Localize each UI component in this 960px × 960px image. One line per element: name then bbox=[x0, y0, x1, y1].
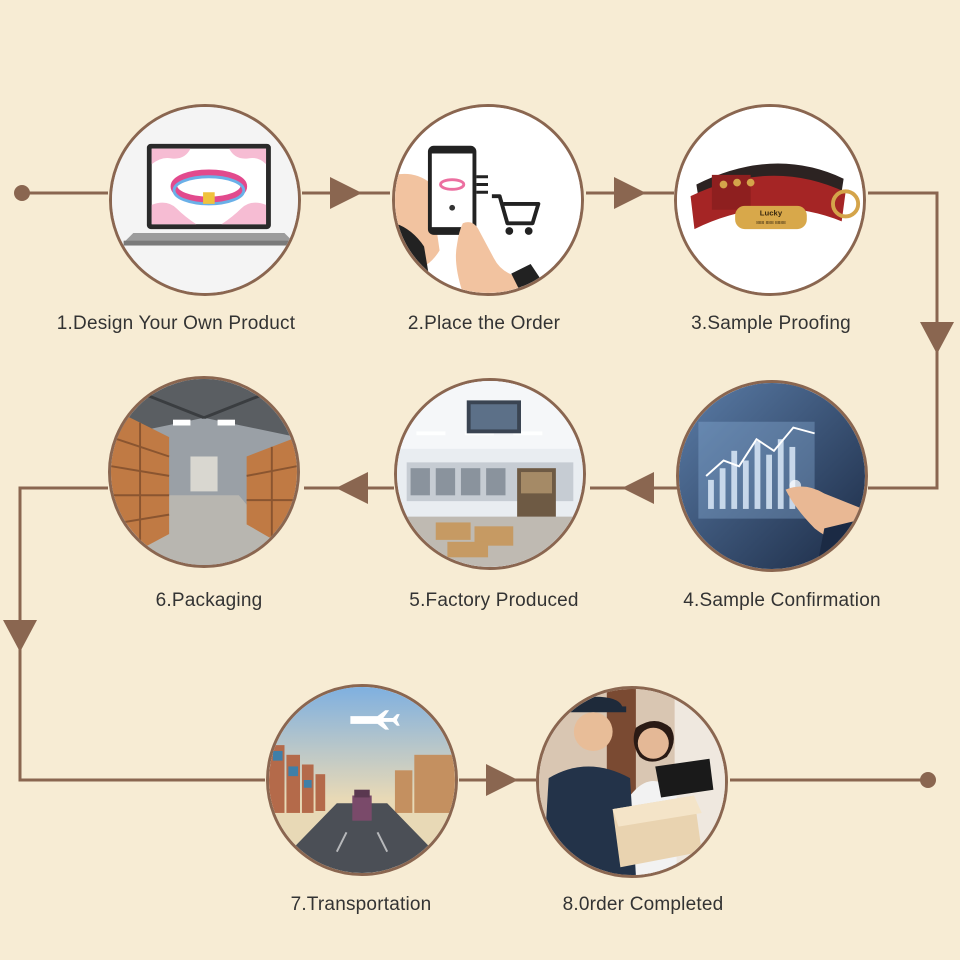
step-7-label: 7.Transportation bbox=[290, 894, 432, 915]
phone-cart-icon bbox=[395, 107, 581, 293]
step-2-circle bbox=[392, 104, 584, 296]
arrow-left-icon bbox=[336, 472, 368, 504]
highway-plane-icon bbox=[269, 687, 455, 873]
arrow-right-icon bbox=[330, 177, 362, 209]
step-3-circle: Lucky 888 888 8888 bbox=[674, 104, 866, 296]
start-dot bbox=[14, 185, 30, 201]
step-7-circle bbox=[266, 684, 458, 876]
arrow-right-icon bbox=[614, 177, 646, 209]
step-6-circle bbox=[108, 376, 300, 568]
step-5-label: 5.Factory Produced bbox=[409, 590, 579, 611]
factory-icon bbox=[397, 381, 583, 567]
connector-3-4 bbox=[868, 191, 939, 490]
end-dot bbox=[920, 772, 936, 788]
step-1-label: 1.Design Your Own Product bbox=[56, 313, 296, 334]
step-1-circle bbox=[109, 104, 301, 296]
step-6-label: 6.Packaging bbox=[155, 590, 263, 611]
delivery-icon bbox=[539, 689, 725, 875]
tag-phone: 888 888 8888 bbox=[756, 220, 786, 226]
arrow-down-icon bbox=[920, 322, 954, 354]
step-4-circle bbox=[676, 380, 868, 572]
arrow-down-icon bbox=[3, 620, 37, 652]
data-touch-icon bbox=[679, 383, 865, 569]
step-8-circle bbox=[536, 686, 728, 878]
step-3-label: 3.Sample Proofing bbox=[691, 313, 851, 334]
tag-name: Lucky bbox=[760, 209, 783, 218]
red-collar-icon: Lucky 888 888 8888 bbox=[677, 107, 863, 293]
step-4-label: 4.Sample Confirmation bbox=[683, 590, 881, 611]
warehouse-boxes-icon bbox=[111, 379, 297, 565]
step-2-label: 2.Place the Order bbox=[407, 313, 561, 334]
laptop-collar-icon bbox=[112, 107, 298, 293]
step-5-circle bbox=[394, 378, 586, 570]
arrow-right-icon bbox=[486, 764, 518, 796]
step-8-label: 8.0rder Completed bbox=[562, 894, 724, 915]
arrow-left-icon bbox=[622, 472, 654, 504]
